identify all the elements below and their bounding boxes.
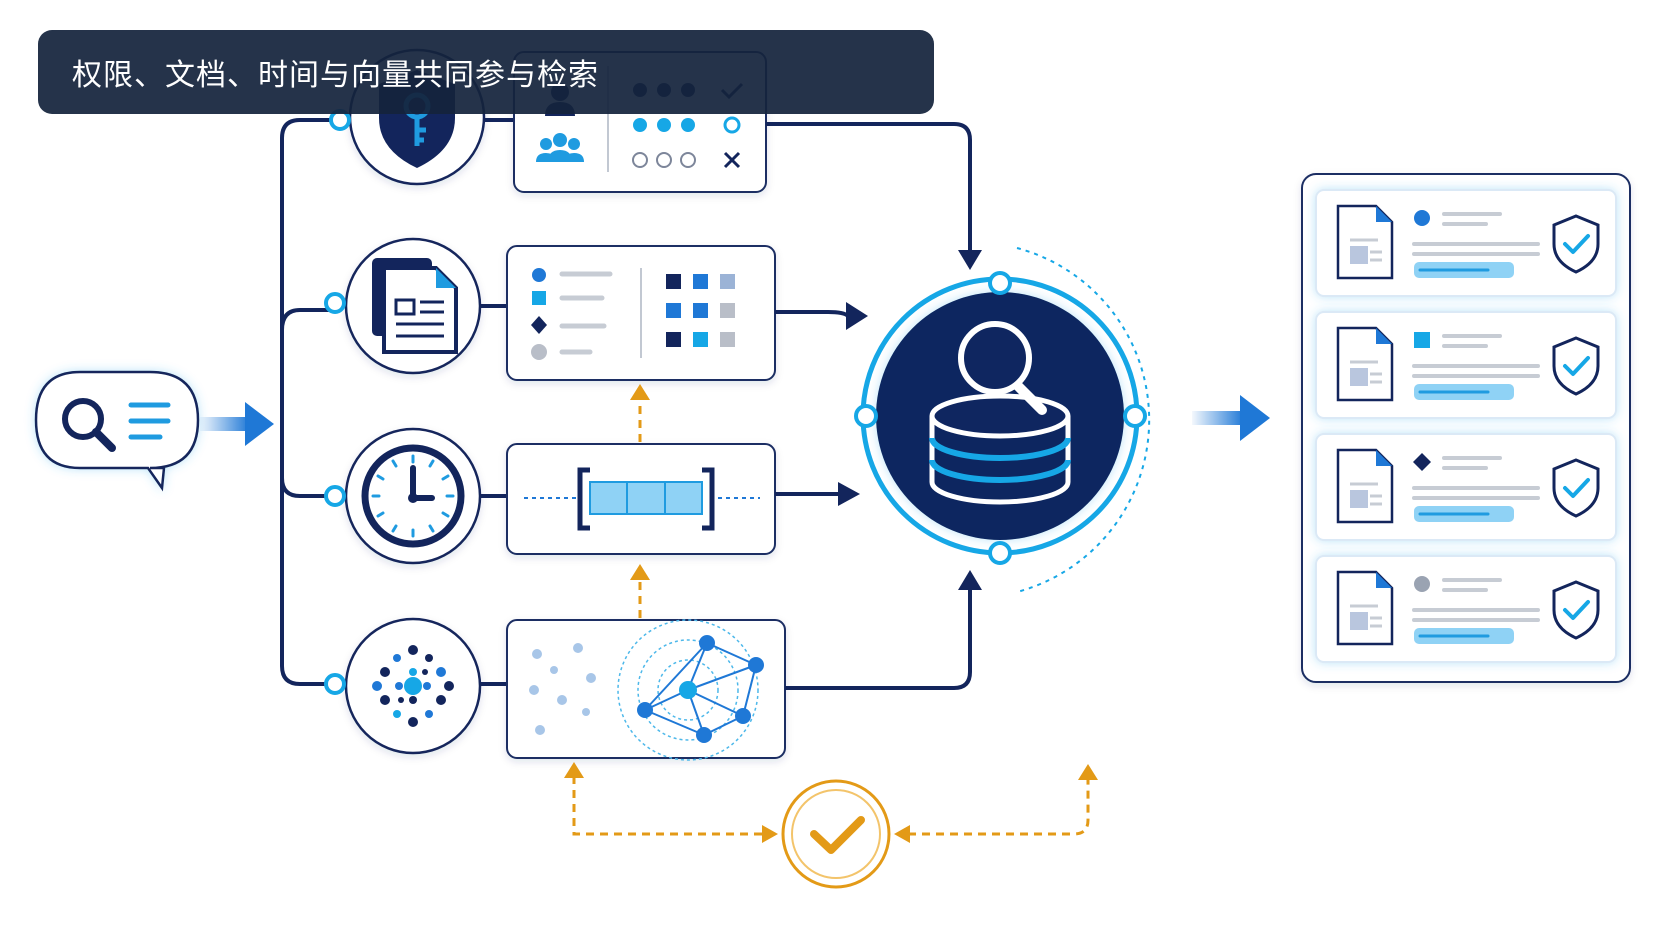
- pending-circle-icon: [723, 116, 741, 134]
- database-search-icon: [929, 321, 1071, 505]
- title-banner: 权限、文档、时间与向量共同参与检索: [38, 30, 934, 114]
- document-card: [506, 245, 776, 381]
- query-arrow: [200, 402, 274, 446]
- time-port: [324, 485, 346, 507]
- check-icon: [781, 779, 891, 889]
- result-card[interactable]: [1315, 311, 1617, 419]
- vector-points: [529, 643, 596, 735]
- result-type-marker: [1413, 453, 1431, 471]
- result-card[interactable]: [1315, 189, 1617, 297]
- result-type-marker: [1414, 332, 1430, 348]
- output-arrow: [1192, 395, 1270, 441]
- retrieval-node: [854, 247, 1151, 593]
- document-icon: [1336, 448, 1394, 524]
- result-card[interactable]: [1315, 433, 1617, 541]
- vector-icon-circle: [344, 617, 482, 755]
- permission-to-db-connector: [766, 122, 982, 270]
- query-bubble: [34, 370, 200, 492]
- vector-port: [324, 673, 346, 695]
- validation-loop: [564, 762, 1098, 889]
- shield-check-icon: [1552, 580, 1600, 640]
- document-icon: [1336, 570, 1394, 646]
- metadata-grid: [666, 274, 735, 347]
- vector-graph: [637, 635, 764, 743]
- time-card: [506, 443, 776, 555]
- text-lines-icon: [128, 402, 171, 440]
- vector-radar: [617, 619, 759, 761]
- vector-cluster-icon: [372, 645, 454, 727]
- document-port: [324, 292, 346, 314]
- deny-cross-icon: [723, 151, 741, 169]
- shield-check-icon: [1552, 458, 1600, 518]
- result-type-marker: [1414, 576, 1430, 592]
- clock-icon: [361, 444, 465, 548]
- result-card[interactable]: [1315, 555, 1617, 663]
- branch-connectors: [280, 118, 340, 686]
- time-range-bar: [577, 467, 715, 531]
- time-to-db-connector: [775, 482, 860, 506]
- search-icon: [62, 398, 116, 452]
- document-icon: [1336, 204, 1394, 280]
- vector-card: [506, 619, 786, 761]
- document-icon: [372, 258, 458, 354]
- document-icon-circle: [344, 237, 482, 375]
- result-type-marker: [1414, 210, 1430, 226]
- group-icon: [536, 133, 584, 162]
- document-to-db-connector: [775, 302, 868, 330]
- vector-to-db-connector: [785, 570, 982, 690]
- document-icon: [1336, 326, 1394, 402]
- shield-check-icon: [1552, 336, 1600, 396]
- time-icon-circle: [344, 427, 482, 565]
- shield-check-icon: [1552, 214, 1600, 274]
- diagram-title: 权限、文档、时间与向量共同参与检索: [72, 58, 599, 93]
